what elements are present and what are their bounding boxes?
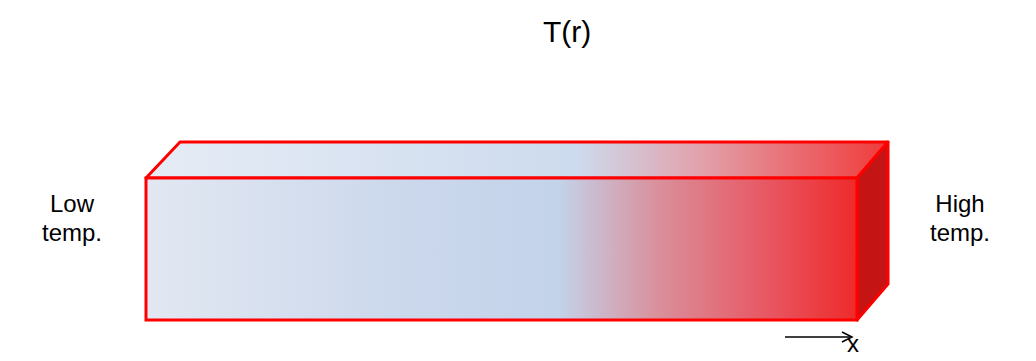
axis-label: x xyxy=(847,330,859,359)
hot-end-label: High temp. xyxy=(905,190,1015,248)
diagram-title: T(r) xyxy=(543,14,591,50)
axis-arrow xyxy=(785,336,850,338)
bar-top xyxy=(146,142,888,178)
bar-front xyxy=(146,178,857,320)
cold-end-label: Low temp. xyxy=(17,190,127,248)
bar-end xyxy=(857,142,888,320)
